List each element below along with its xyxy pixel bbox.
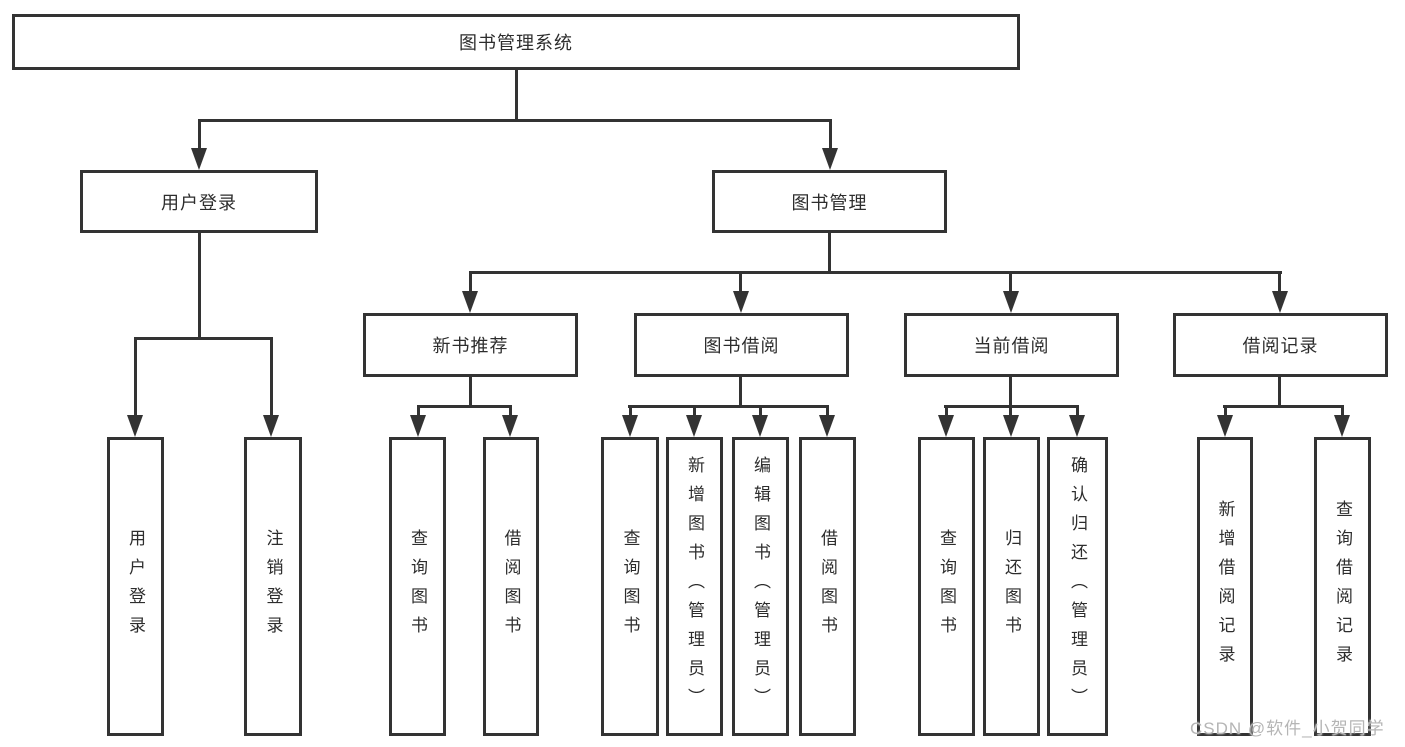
connector-line [469, 377, 472, 407]
connector-line [739, 271, 742, 295]
arrow-down-icon [462, 291, 478, 313]
connector-line [469, 271, 1282, 274]
leaf-add-book-admin: 新增图书（管理员） [666, 437, 723, 736]
arrow-down-icon [752, 415, 768, 437]
node-user-login: 用户登录 [80, 170, 318, 233]
arrow-down-icon [1334, 415, 1350, 437]
arrow-down-icon [622, 415, 638, 437]
arrow-down-icon [263, 415, 279, 437]
connector-line [1223, 405, 1344, 408]
node-new-book-recommend: 新书推荐 [363, 313, 578, 377]
node-book-management: 图书管理 [712, 170, 947, 233]
connector-line [829, 119, 832, 152]
arrow-down-icon [1069, 415, 1085, 437]
arrow-down-icon [819, 415, 835, 437]
node-library-system: 图书管理系统 [12, 14, 1020, 70]
leaf-return-books: 归还图书 [983, 437, 1040, 736]
arrow-down-icon [1272, 291, 1288, 313]
leaf-add-borrow-record: 新增借阅记录 [1197, 437, 1253, 736]
arrow-down-icon [191, 148, 207, 170]
node-book-borrowing: 图书借阅 [634, 313, 849, 377]
connector-line [134, 337, 273, 340]
connector-line [945, 405, 948, 419]
connector-line [693, 405, 696, 419]
connector-line [469, 271, 472, 295]
connector-line [417, 405, 420, 419]
arrow-down-icon [1217, 415, 1233, 437]
connector-line [1341, 405, 1344, 419]
leaf-borrow-books-recommend: 借阅图书 [483, 437, 539, 736]
connector-line [198, 119, 201, 152]
connector-line [828, 233, 831, 274]
arrow-down-icon [1003, 291, 1019, 313]
arrow-down-icon [502, 415, 518, 437]
connector-line [509, 405, 512, 419]
arrow-down-icon [733, 291, 749, 313]
leaf-query-borrow-record: 查询借阅记录 [1314, 437, 1371, 736]
leaf-query-books-recommend: 查询图书 [389, 437, 446, 736]
connector-line [1278, 377, 1281, 407]
connector-line [826, 405, 829, 419]
connector-line [1076, 405, 1079, 419]
connector-line [629, 405, 632, 419]
connector-line [270, 337, 273, 417]
connector-line [739, 377, 742, 407]
connector-line [1278, 271, 1281, 295]
connector-line [515, 70, 518, 119]
leaf-confirm-return-admin: 确认归还（管理员） [1047, 437, 1108, 736]
node-current-borrowing: 当前借阅 [904, 313, 1119, 377]
connector-line [417, 405, 512, 408]
connector-line [198, 119, 832, 122]
arrow-down-icon [938, 415, 954, 437]
leaf-query-books-current: 查询图书 [918, 437, 975, 736]
arrow-down-icon [410, 415, 426, 437]
leaf-user-login: 用户登录 [107, 437, 164, 736]
leaf-query-books-borrowing: 查询图书 [601, 437, 659, 736]
connector-line [1224, 405, 1227, 419]
leaf-logout: 注销登录 [244, 437, 302, 736]
connector-line [198, 233, 201, 340]
arrow-down-icon [686, 415, 702, 437]
arrow-down-icon [127, 415, 143, 437]
connector-line [1009, 271, 1012, 295]
connector-line [1009, 377, 1012, 407]
node-borrowing-records: 借阅记录 [1173, 313, 1388, 377]
connector-line [759, 405, 762, 419]
connector-line [1009, 405, 1012, 419]
connector-line [628, 405, 829, 408]
arrow-down-icon [822, 148, 838, 170]
arrow-down-icon [1003, 415, 1019, 437]
connector-line [134, 337, 137, 417]
watermark: CSDN @软件_小贺同学 [1190, 719, 1385, 738]
leaf-borrow-books-borrowing: 借阅图书 [799, 437, 856, 736]
leaf-edit-book-admin: 编辑图书（管理员） [732, 437, 789, 736]
